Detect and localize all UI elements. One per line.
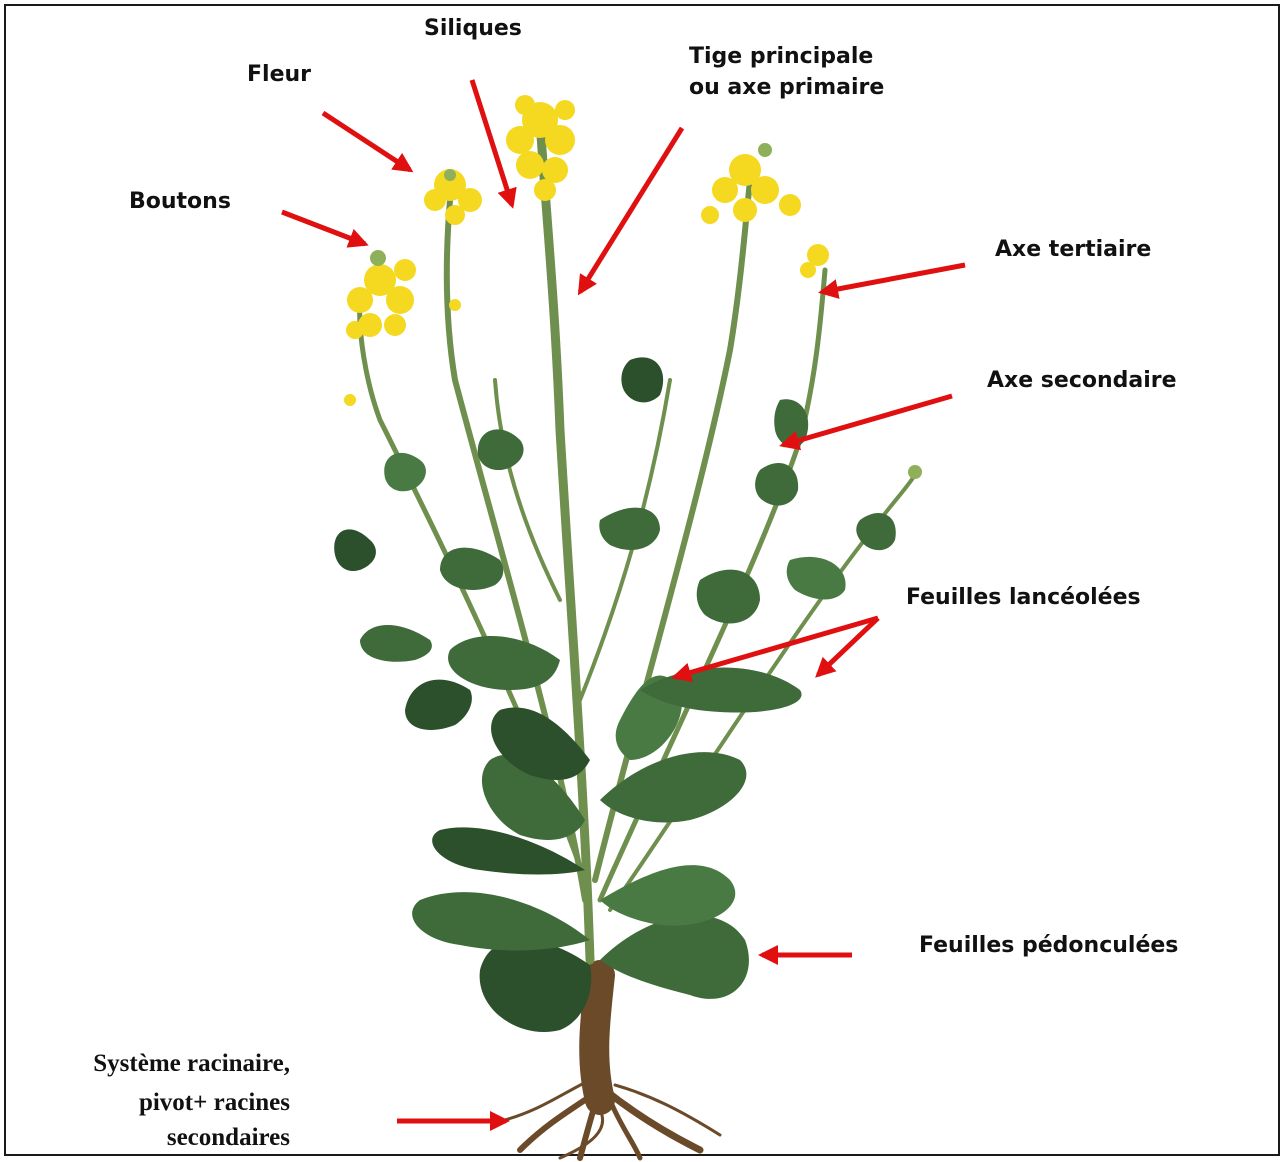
label-fleur: Fleur <box>247 60 311 90</box>
label-boutons: Boutons <box>129 187 231 217</box>
flower-cluster-boutons <box>346 259 416 339</box>
label-axe-tertiaire: Axe tertiaire <box>995 235 1151 265</box>
label-feuilles-lanceolees: Feuilles lancéolées <box>906 583 1141 613</box>
label-systeme-racinaire-line2: pivot+ racines <box>139 1084 290 1121</box>
label-tige-principale-line1: Tige principale <box>689 42 873 72</box>
arrow-axe-tertiaire <box>822 265 965 292</box>
label-feuilles-pedonculees: Feuilles pédonculées <box>919 931 1178 961</box>
label-systeme-racinaire-line3: secondaires <box>167 1119 290 1156</box>
arrow-fleur <box>323 113 410 170</box>
arrow-siliques <box>472 80 512 205</box>
leaves <box>334 357 896 1032</box>
arrow-boutons <box>282 212 365 244</box>
label-siliques: Siliques <box>424 14 522 44</box>
label-axe-secondaire: Axe secondaire <box>987 366 1177 396</box>
label-tige-principale-line2: ou axe primaire <box>689 73 884 103</box>
arrow-tige-principale <box>580 128 682 292</box>
label-systeme-racinaire-line1: Système racinaire, <box>93 1045 290 1082</box>
flower-clusters <box>344 95 829 406</box>
